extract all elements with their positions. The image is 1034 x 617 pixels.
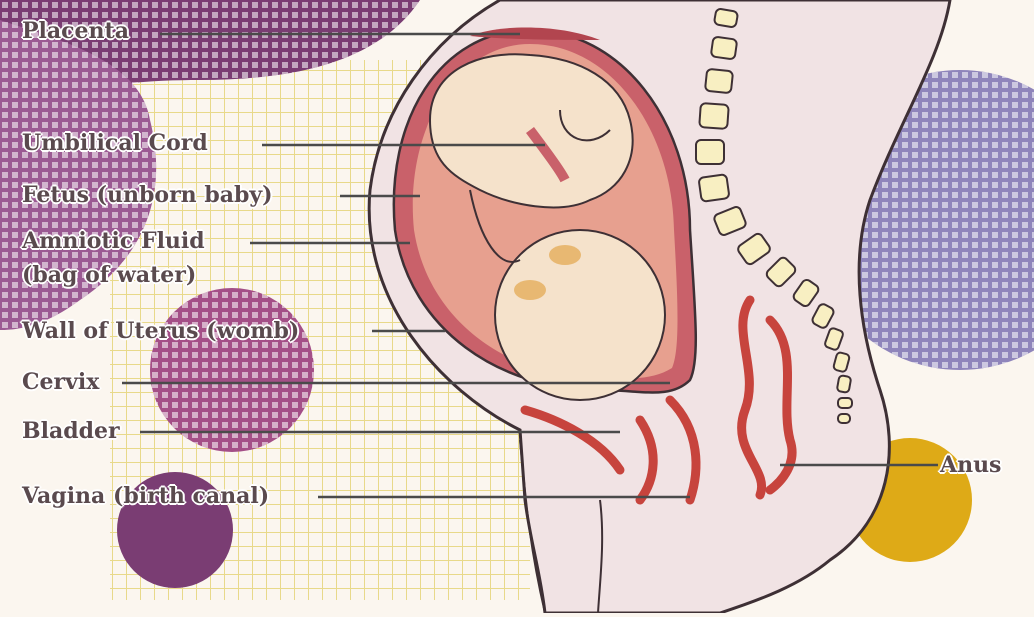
label-vagina: Vagina (birth canal)	[22, 483, 269, 509]
label-placenta: Placenta	[22, 18, 129, 44]
label-cervix: Cervix	[22, 369, 99, 395]
label-wall-of-uterus: Wall of Uterus (womb)	[22, 318, 299, 344]
label-fetus: Fetus (unborn baby)	[22, 182, 273, 208]
label-anus: Anus	[940, 452, 1001, 478]
label-bladder: Bladder	[22, 418, 120, 444]
label-amniotic-fluid-line2: (bag of water)	[22, 262, 196, 288]
label-umbilical-cord: Umbilical Cord	[22, 130, 208, 156]
label-amniotic-fluid-line1: Amniotic Fluid	[22, 228, 205, 254]
